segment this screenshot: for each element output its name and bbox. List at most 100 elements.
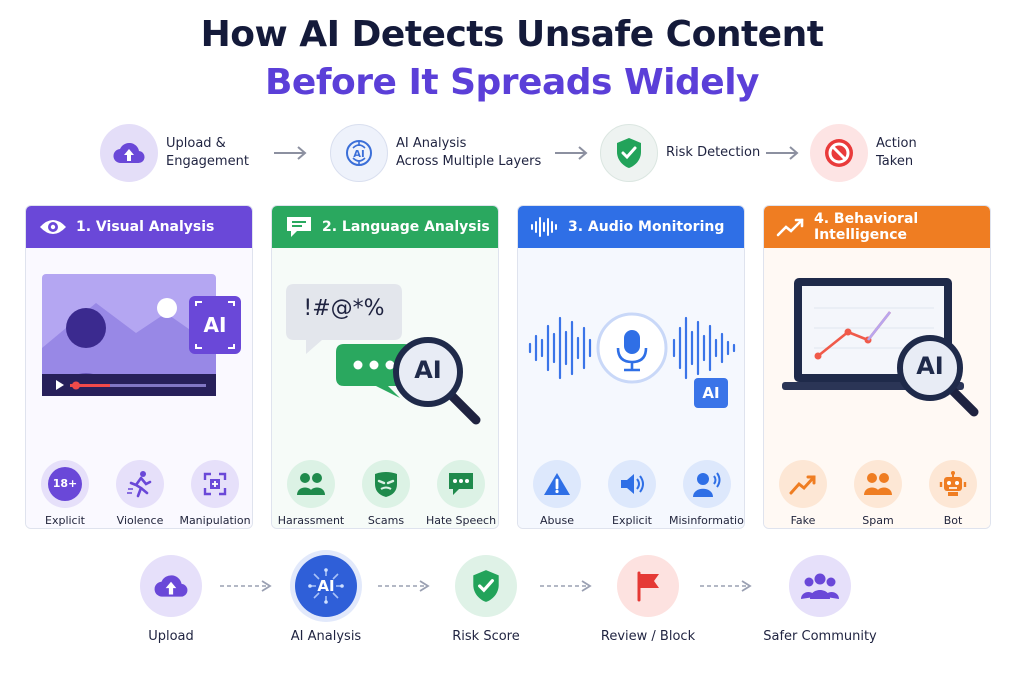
bottom-step-label: Upload <box>148 629 194 644</box>
ai-badge: AI <box>702 384 720 402</box>
category-label: Fake Engagement <box>768 514 838 528</box>
card-title: 4. Behavioral Intelligence <box>814 211 919 243</box>
category-label: Bot Networks <box>927 514 979 528</box>
top-step-label: Upload & Engagement <box>166 136 249 169</box>
bottom-flow: Upload AI AI Analysis Risk Sc <box>0 555 1024 655</box>
top-step-action-taken: Action Taken <box>810 120 917 186</box>
category-hate-speech: Hate Speech <box>423 460 498 527</box>
card-audio-monitoring: 3. Audio Monitoring AI <box>517 205 745 529</box>
people-icon <box>287 460 335 508</box>
audio-wave-illustration <box>528 312 736 408</box>
profanity-symbols: !#@*% <box>303 296 385 321</box>
card-header: 1. Visual Analysis <box>26 206 252 248</box>
category-manipulation: Manipulation <box>177 460 252 527</box>
person-speaking-icon <box>683 460 731 508</box>
warning-icon <box>533 460 581 508</box>
speaker-icon <box>608 460 656 508</box>
laptop-analytics-illustration <box>782 278 979 417</box>
top-step-label: Action Taken <box>876 136 917 169</box>
ai-chip-text: AI <box>317 577 335 595</box>
eye-icon <box>38 214 68 240</box>
dashed-arrow-icon <box>378 580 430 592</box>
arrow-right-icon <box>274 146 307 160</box>
bottom-step-upload: Upload <box>101 555 241 644</box>
video-frame-illustration <box>42 274 241 396</box>
category-label: Explicit <box>45 514 85 527</box>
card-title: 1. Visual Analysis <box>76 219 215 235</box>
running-figure-icon <box>116 460 164 508</box>
flag-icon <box>617 555 679 617</box>
bottom-step-label: Safer Community <box>763 629 877 644</box>
ai-badge: AI <box>916 352 944 380</box>
category-label: Scams <box>367 514 405 527</box>
category-label: Manipulation <box>179 514 251 527</box>
dashed-arrow-icon <box>700 580 752 592</box>
cloud-upload-icon <box>140 555 202 617</box>
top-step-label: AI Analysis Across Multiple Layers <box>396 136 542 169</box>
bottom-step-safer-community: Safer Community <box>750 555 890 644</box>
category-label: Abuse <box>540 514 574 527</box>
category-row: Harassment Scams <box>272 460 498 528</box>
category-row: Abuse Explicit <box>518 460 745 528</box>
category-label: Harassment <box>277 514 345 527</box>
category-label: Explicit <box>612 514 652 527</box>
category-harassment: Harassment <box>273 460 349 527</box>
category-misinformation: Misinformation <box>669 460 745 527</box>
top-step-risk-detection: Risk Detection <box>600 120 760 186</box>
card-header: 4. Behavioral Intelligence <box>764 206 990 248</box>
bottom-step-ai-analysis: AI AI Analysis <box>256 555 396 644</box>
speech-bubble-icon <box>437 460 485 508</box>
bottom-step-label: Risk Score <box>452 629 520 644</box>
card-visual-analysis: 1. Visual Analysis AI 18+ Explicit <box>25 205 253 529</box>
robot-icon <box>929 460 977 508</box>
category-label: Misinformation <box>669 514 745 527</box>
community-icon <box>789 555 851 617</box>
category-bot-networks: Bot Networks <box>915 460 990 528</box>
category-fake-engagement: Fake Engagement <box>765 460 841 528</box>
category-violence: Violence <box>102 460 178 527</box>
18-plus-icon: 18+ <box>41 460 89 508</box>
card-title: 3. Audio Monitoring <box>568 219 725 235</box>
category-explicit: 18+ Explicit <box>27 460 103 527</box>
category-explicit-audio: Explicit <box>594 460 670 527</box>
top-step-label: Risk Detection <box>666 145 761 160</box>
ai-chip-icon: AI <box>295 555 357 617</box>
shield-check-icon <box>600 124 658 182</box>
category-spam-behavior: Spam Behavior <box>840 460 916 528</box>
card-title: 2. Language Analysis <box>322 219 490 235</box>
mask-icon <box>362 460 410 508</box>
title-line-1: How AI Detects Unsafe Content <box>200 14 824 55</box>
top-step-upload: Upload & Engagement <box>100 120 249 186</box>
crop-edit-icon <box>191 460 239 508</box>
bottom-step-risk-score: Risk Score <box>416 555 556 644</box>
card-language-analysis: 2. Language Analysis !#@*% AI <box>271 205 499 529</box>
top-step-ai-analysis: AI AI Analysis Across Multiple Layers <box>330 120 541 186</box>
sound-wave-icon <box>530 214 560 240</box>
bottom-step-review-block: Review / Block <box>578 555 718 644</box>
arrow-right-icon <box>766 146 799 160</box>
card-header: 3. Audio Monitoring <box>518 206 744 248</box>
shield-check-icon <box>455 555 517 617</box>
card-header: 2. Language Analysis <box>272 206 498 248</box>
bottom-step-label: AI Analysis <box>290 629 362 644</box>
dashed-arrow-icon <box>220 580 272 592</box>
title-line-2: Before It Spreads Widely <box>264 62 760 103</box>
chat-illustration <box>286 284 481 425</box>
chat-bubble-icon <box>284 214 314 240</box>
ai-brain-icon: AI <box>330 124 388 182</box>
dashed-arrow-icon <box>540 580 592 592</box>
cloud-upload-icon <box>100 124 158 182</box>
svg-text:AI: AI <box>353 149 364 160</box>
category-label: Hate Speech <box>425 514 497 527</box>
category-abuse: Abuse <box>519 460 595 527</box>
category-label: Violence <box>116 514 164 527</box>
trend-up-icon <box>779 460 827 508</box>
card-behavioral-intelligence: 4. Behavioral Intelligence AI <box>763 205 991 529</box>
trend-icon <box>776 214 806 240</box>
category-label: Spam Behavior <box>854 514 903 528</box>
category-row: 18+ Explicit Violence <box>26 460 252 528</box>
category-row: Fake Engagement Spam Behavior <box>764 460 990 528</box>
people-icon <box>854 460 902 508</box>
top-flow: Upload & Engagement AI AI Analysis Acros… <box>0 120 1024 186</box>
arrow-right-icon <box>555 146 588 160</box>
